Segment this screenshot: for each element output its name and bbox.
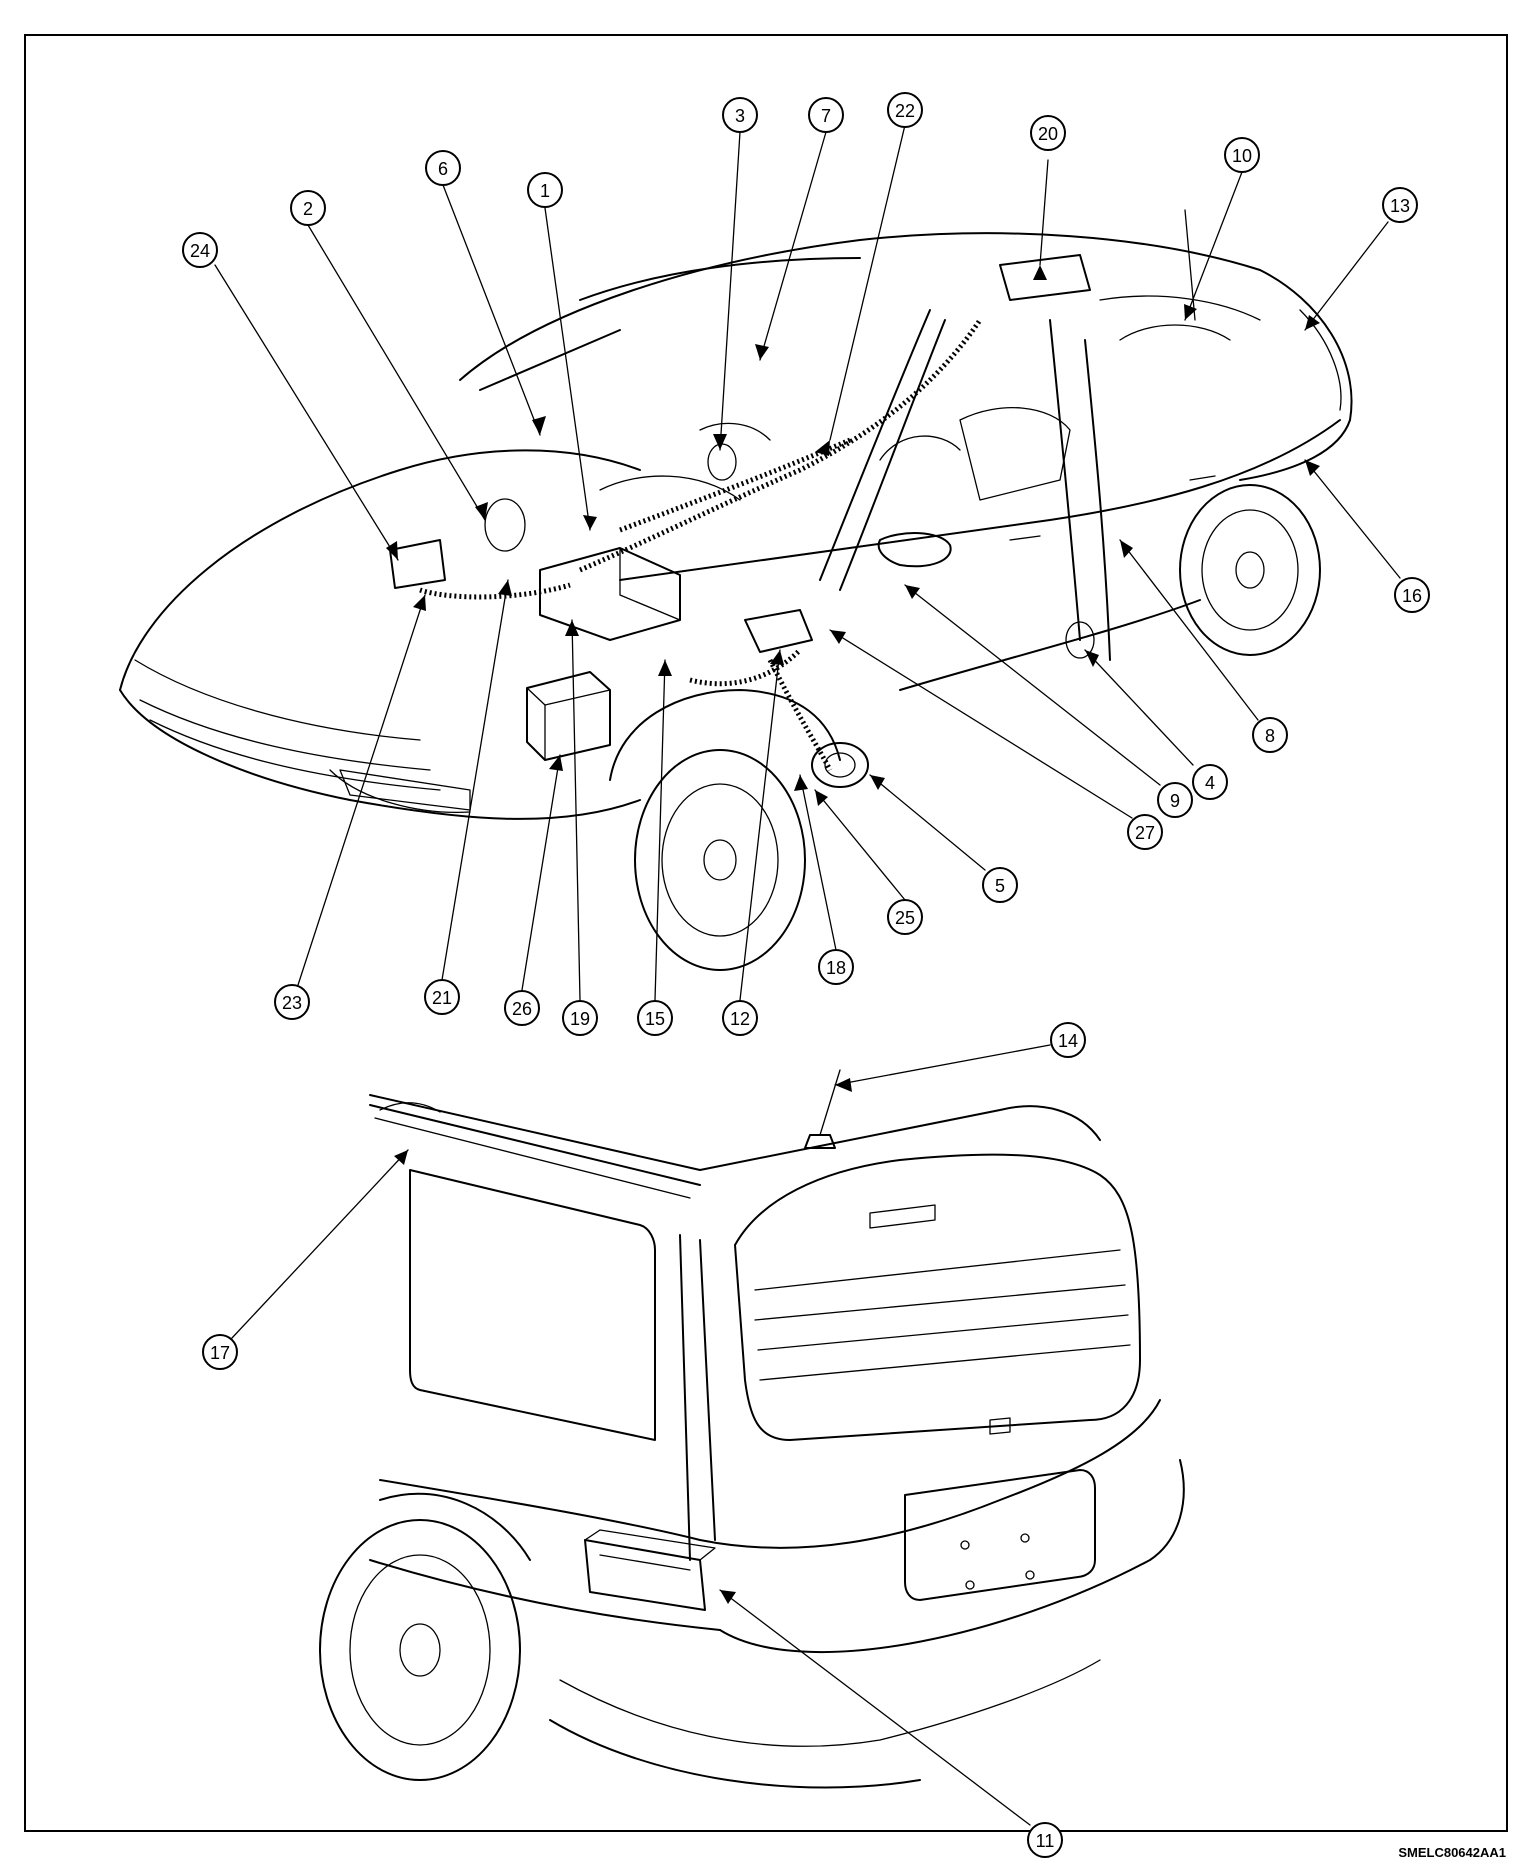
callout-11: 11 [1027,1822,1063,1858]
callout-circle [274,984,310,1020]
callout-9: 9 [1157,782,1193,818]
callout-number: 7 [821,106,831,126]
callout-17: 17 [202,1334,238,1370]
callout-circle [1030,115,1066,151]
callout-circle [1127,814,1163,850]
callout-10: 10 [1224,137,1260,173]
callout-circle [425,150,461,186]
callout-number: 4 [1205,773,1215,793]
callout-23: 23 [274,984,310,1020]
callout-3: 3 [722,97,758,133]
callout-26: 26 [504,990,540,1026]
callout-18: 18 [818,949,854,985]
callout-circle [808,97,844,133]
callout-13: 13 [1382,187,1418,223]
callout-6: 6 [425,150,461,186]
callout-bubbles: 1234567891011121314151617181920212223242… [182,92,1430,1858]
callout-number: 16 [1402,586,1422,606]
callout-15: 15 [637,1000,673,1036]
callout-number: 21 [432,988,452,1008]
callout-number: 25 [895,908,915,928]
callout-number: 5 [995,876,1005,896]
callout-25: 25 [887,899,923,935]
callout-circle [202,1334,238,1370]
callout-circle [562,1000,598,1036]
callout-circle [1157,782,1193,818]
callout-21: 21 [424,979,460,1015]
callout-number: 14 [1058,1031,1078,1051]
callout-circle [1050,1022,1086,1058]
callout-24: 24 [182,232,218,268]
diagram-frame [24,34,1508,1832]
callout-number: 9 [1170,791,1180,811]
callout-circle [527,172,563,208]
callout-16: 16 [1394,577,1430,613]
callout-circle [982,867,1018,903]
sedan-illustration [119,209,1353,971]
wagon-illustration [319,1069,1185,1789]
callout-number: 12 [730,1009,750,1029]
callout-8: 8 [1252,717,1288,753]
callout-19: 19 [562,1000,598,1036]
callout-circle [504,990,540,1026]
callout-number: 26 [512,999,532,1019]
callout-circle [722,1000,758,1036]
callout-number: 20 [1038,124,1058,144]
callout-number: 3 [735,106,745,126]
callout-circle [1224,137,1260,173]
callout-number: 24 [190,241,210,261]
callout-circle [722,97,758,133]
callout-number: 10 [1232,146,1252,166]
callout-circle [1192,764,1228,800]
callout-number: 23 [282,993,302,1013]
callout-1: 1 [527,172,563,208]
callout-22: 22 [887,92,923,128]
callout-number: 11 [1036,1831,1055,1851]
callout-number: 2 [303,199,313,219]
callout-4: 4 [1192,764,1228,800]
callout-number: 13 [1390,196,1410,216]
callout-number: 6 [438,159,448,179]
callout-circle [637,1000,673,1036]
callout-circle [1382,187,1418,223]
callout-20: 20 [1030,115,1066,151]
callout-circle [887,899,923,935]
callout-number: 8 [1265,726,1275,746]
callout-circle [290,190,326,226]
callout-circle [1027,1822,1063,1858]
callout-number: 22 [895,101,915,121]
callout-circle [887,92,923,128]
callout-circle [1394,577,1430,613]
figure-reference-code: SMELC80642AA1 [1398,1845,1506,1860]
callout-14: 14 [1050,1022,1086,1058]
callout-number: 19 [570,1009,590,1029]
callout-circle [1252,717,1288,753]
callout-circle [818,949,854,985]
callout-5: 5 [982,867,1018,903]
callout-circle [182,232,218,268]
callout-circle [424,979,460,1015]
leader-lines [214,124,1401,1826]
callout-7: 7 [808,97,844,133]
callout-number: 15 [645,1009,665,1029]
callout-number: 1 [540,181,550,201]
callout-2: 2 [290,190,326,226]
callout-27: 27 [1127,814,1163,850]
callout-12: 12 [722,1000,758,1036]
callout-number: 18 [826,958,846,978]
callout-number: 27 [1135,823,1155,843]
callout-number: 17 [210,1343,230,1363]
